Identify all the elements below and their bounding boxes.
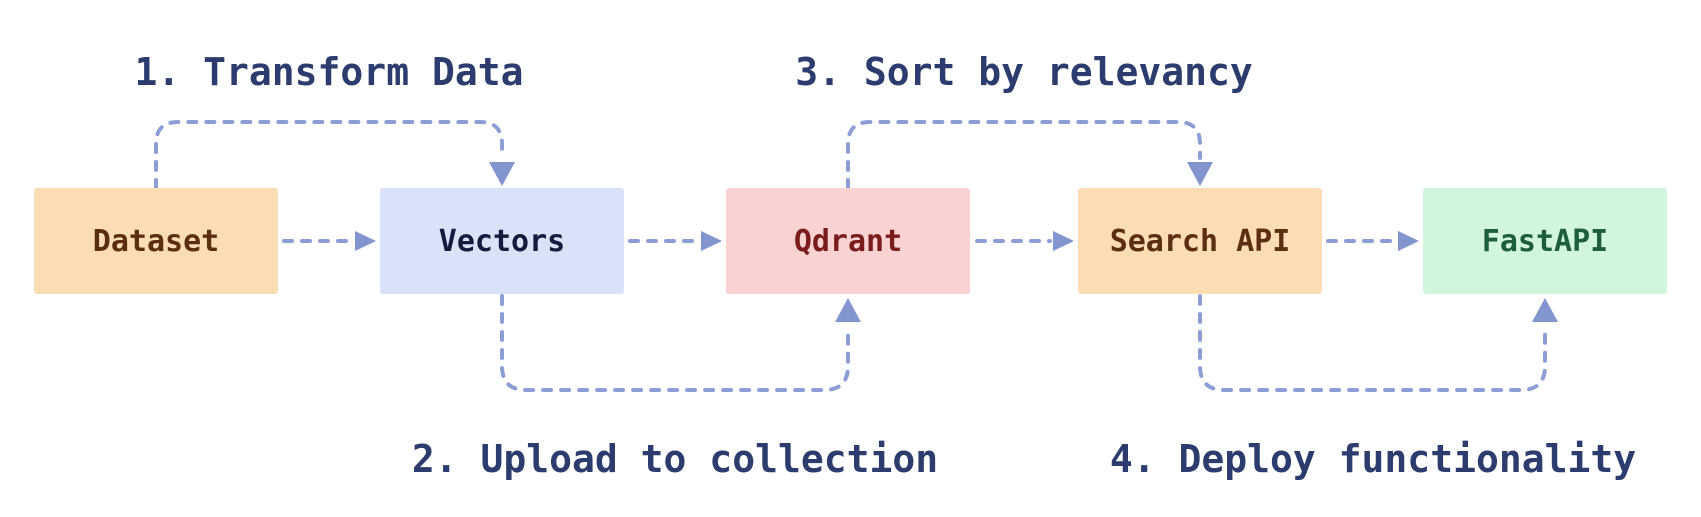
arrowhead-dataset-to-vectors-icon <box>355 231 376 251</box>
arrowhead-step-4-up-icon <box>1532 298 1558 322</box>
node-dataset: Dataset <box>34 188 278 294</box>
arc-step-1-path <box>154 120 504 190</box>
node-search-api: Search API <box>1078 188 1322 294</box>
arc-step-2-path <box>500 294 850 392</box>
step-label-deploy-functionality: 4. Deploy functionality <box>1109 437 1637 481</box>
step-label-upload-to-collection: 2. Upload to collection <box>411 437 939 481</box>
step-label-sort-by-relevancy: 3. Sort by relevancy <box>795 50 1253 94</box>
node-vectors: Vectors <box>380 188 624 294</box>
arrowhead-step-1-down-icon <box>489 162 515 186</box>
arrowhead-qdrant-to-search-api-icon <box>1053 231 1074 251</box>
arrowhead-search-api-to-fastapi-icon <box>1398 231 1419 251</box>
arrowhead-step-2-up-icon <box>835 298 861 322</box>
arrowhead-vectors-to-qdrant-icon <box>701 231 722 251</box>
step-label-transform-data: 1. Transform Data <box>134 50 524 94</box>
arrowhead-step-3-down-icon <box>1187 162 1213 186</box>
arc-step-3-path <box>846 120 1202 190</box>
node-qdrant: Qdrant <box>726 188 970 294</box>
node-fastapi: FastAPI <box>1423 188 1667 294</box>
arc-step-4-path <box>1198 294 1547 392</box>
